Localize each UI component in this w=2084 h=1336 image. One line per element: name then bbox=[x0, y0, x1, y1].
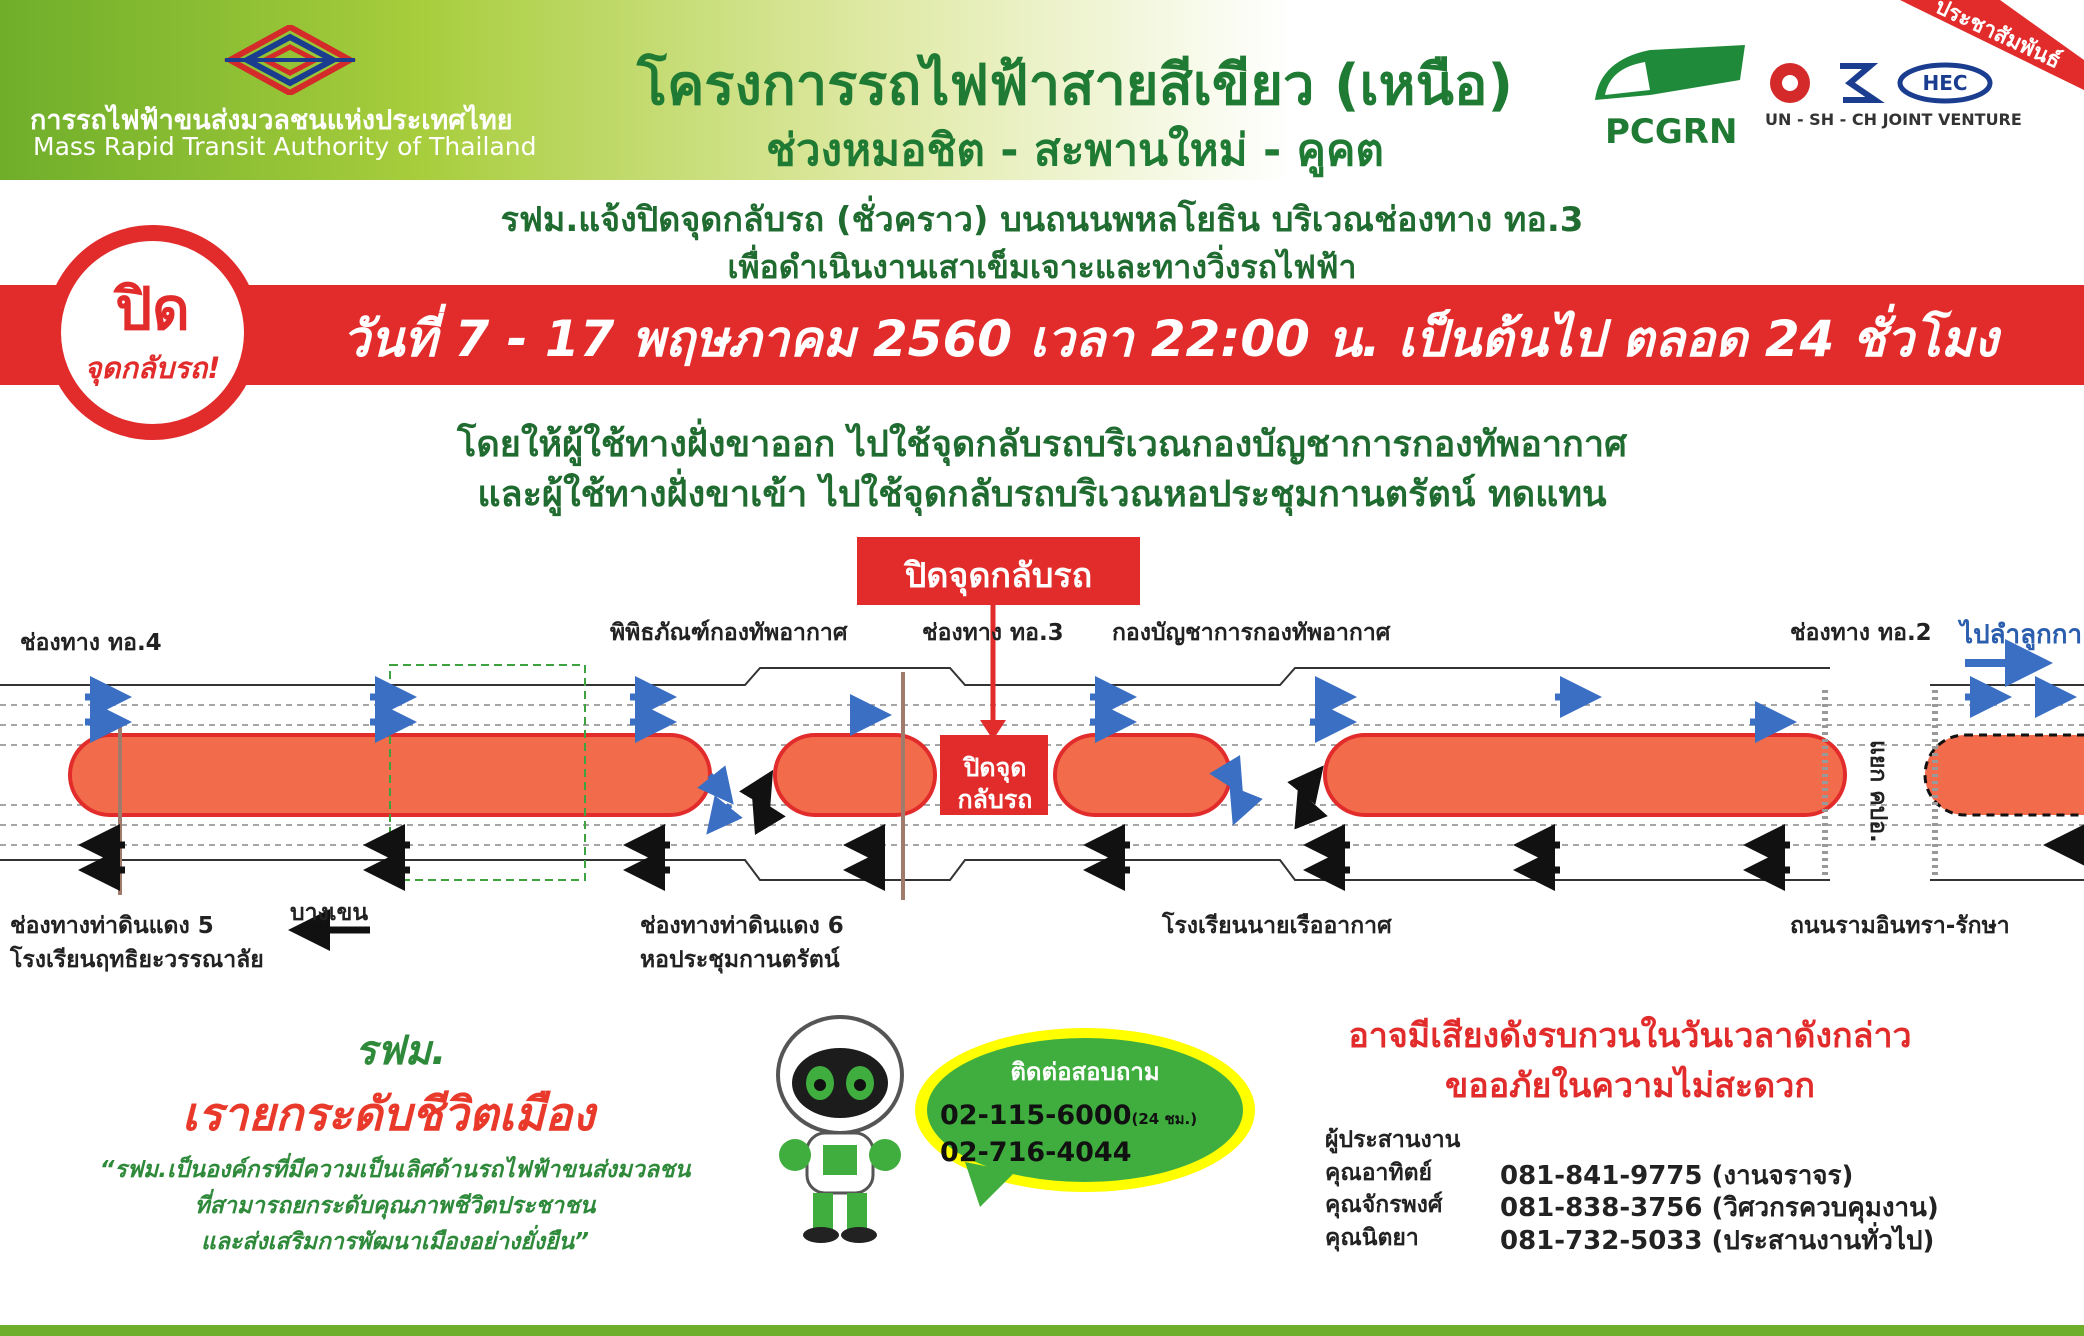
junction-crossing bbox=[1822, 690, 1938, 875]
detour-line-1: โดยให้ผู้ใช้ทางฝั่งขาออก ไปใช้จุดกลับรถบ… bbox=[457, 424, 1627, 465]
notice-line-1: รฟม.แจ้งปิดจุดกลับรถ (ชั่วคราว) บนถนนพหล… bbox=[500, 200, 1584, 240]
close-badge-title: ปิด bbox=[115, 275, 190, 343]
pcgrn-train-logo-icon bbox=[1595, 45, 1745, 100]
date-banner bbox=[0, 285, 2084, 385]
detour-line-2: และผู้ใช้ทางฝั่งขาเข้า ไปใช้จุดกลับรถบริ… bbox=[477, 474, 1607, 515]
label-museum: พิพิธภัณฑ์กองทัพอากาศ bbox=[610, 620, 848, 646]
coordinator-phone: 081-838-3756 (วิศวกรควบคุมงาน) bbox=[1500, 1193, 1939, 1223]
label-school2: โรงเรียนนายเรืออากาศ bbox=[1162, 913, 1392, 939]
road-map bbox=[0, 605, 2084, 951]
slogan-main: เรายกระดับชีวิตเมือง bbox=[182, 1087, 595, 1141]
uturn-arrows bbox=[697, 755, 1328, 835]
contact-bubble bbox=[915, 1028, 1255, 1207]
slogan-mrta: รฟม. bbox=[355, 1028, 447, 1074]
coordinator-phone: 081-841-9775 (งานจราจร) bbox=[1500, 1161, 1854, 1191]
label-road-ram: ถนนรามอินทรา-รักษา bbox=[1790, 913, 2010, 939]
inbound-arrows bbox=[78, 824, 2084, 951]
joint-venture-logos-icon: HEC bbox=[1770, 62, 1993, 104]
coordinator-name: คุณอาทิตย์ bbox=[1325, 1160, 1433, 1186]
road-edges bbox=[0, 667, 2084, 881]
contact-phone-2: 02-716-4044 bbox=[940, 1137, 1132, 1168]
project-title: โครงการรถไฟฟ้าสายสีเขียว (เหนือ) bbox=[636, 53, 1514, 118]
svg-text:HEC: HEC bbox=[1922, 71, 1967, 95]
label-bangkhen: บางเขน bbox=[290, 900, 369, 926]
apology-line-2: ขออภัยในความไม่สะดวก bbox=[1445, 1066, 1815, 1106]
notice-line-2: เพื่อดำเนินงานเสาเข็มเจาะและทางวิ่งรถไฟฟ… bbox=[727, 248, 1357, 286]
pr-ribbon: ประชาสัมพันธ์ bbox=[1900, 0, 2084, 90]
coordinator-name: คุณจักรพงศ์ bbox=[1325, 1192, 1443, 1218]
label-lane-thadindaeng6: ช่องทางท่าดินแดง 6 bbox=[640, 913, 844, 939]
coordinators-heading: ผู้ประสานงาน bbox=[1325, 1127, 1461, 1153]
work-area-box bbox=[389, 664, 586, 881]
org-name-english: Mass Rapid Transit Authority of Thailand bbox=[33, 132, 537, 161]
header-band bbox=[0, 0, 2084, 180]
label-school1: โรงเรียนฤทธิยะวรรณาลัย bbox=[10, 947, 264, 973]
close-uturn-label: ปิดจุดกลับรถ bbox=[904, 556, 1093, 596]
date-banner-text: วันที่ 7 - 17 พฤษภาคม 2560 เวลา 22:00 น.… bbox=[341, 310, 1999, 368]
joint-venture-label: UN - SH - CH JOINT VENTURE bbox=[1765, 110, 2022, 129]
contact-title: ติดต่อสอบถาม bbox=[1010, 1058, 1160, 1086]
coordinator-name: คุณนิตยา bbox=[1325, 1225, 1419, 1251]
close-uturn-label-box bbox=[857, 537, 1140, 605]
label-lane-to3: ช่องทาง ทอ.3 bbox=[922, 620, 1064, 646]
construction-zones bbox=[68, 733, 2084, 817]
contact-phone-1: 02-115-6000(24 ชม.) bbox=[940, 1100, 1197, 1131]
contact-phone-1-note: (24 ชม.) bbox=[1131, 1110, 1198, 1128]
contact-phone-1-number: 02-115-6000 bbox=[940, 1100, 1132, 1131]
apology-line-1: อาจมีเสียงดังรบกวนในวันเวลาดังกล่าว bbox=[1348, 1016, 1912, 1056]
label-hq: กองบัญชาการกองทัพอากาศ bbox=[1112, 620, 1391, 646]
project-subtitle: ช่วงหมอชิต - สะพานใหม่ - คูคต bbox=[766, 125, 1384, 176]
coordinator-row: คุณนิตยา 081-732-5033 (ประสานงานทั่วไป) bbox=[1325, 1220, 1934, 1256]
coordinator-row: คุณจักรพงศ์ 081-838-3756 (วิศวกรควบคุมงาน… bbox=[1325, 1187, 1939, 1223]
outbound-arrows bbox=[85, 676, 2077, 743]
label-hall: หอประชุมกานตรัตน์ bbox=[640, 947, 840, 973]
closed-point-label: ปิดจุด กลับรถ bbox=[957, 753, 1033, 814]
close-badge-subtitle: จุดกลับรถ! bbox=[84, 351, 221, 385]
pcgrn-label: PCGRN bbox=[1605, 112, 1738, 152]
footer-bar bbox=[0, 1325, 2084, 1336]
close-pointer-head bbox=[980, 720, 1006, 740]
quote-line-1: “รฟม.เป็นองค์กรที่มีความเป็นเลิศด้านรถไฟ… bbox=[99, 1157, 691, 1183]
label-lane-to2: ช่องทาง ทอ.2 bbox=[1790, 620, 1932, 646]
label-junction: แยก คปอ. bbox=[1865, 740, 1891, 843]
quote-line-2: ที่สามารถยกระดับคุณภาพชีวิตประชาชน bbox=[194, 1193, 596, 1219]
coordinator-row: คุณอาทิตย์ 081-841-9775 (งานจราจร) bbox=[1325, 1155, 1853, 1191]
label-to-lamlukka: ไปลำลูกกา bbox=[1960, 620, 2083, 650]
quote-line-3: และส่งเสริมการพัฒนาเมืองอย่างยั่งยืน” bbox=[201, 1229, 589, 1255]
mascot-icon bbox=[776, 1015, 904, 1243]
mrta-logo-icon bbox=[223, 25, 357, 95]
label-lane-thadindaeng5: ช่องทางท่าดินแดง 5 bbox=[10, 913, 214, 939]
closed-uturn-block bbox=[940, 735, 1048, 815]
coordinator-phone: 081-732-5033 (ประสานงานทั่วไป) bbox=[1500, 1226, 1935, 1256]
org-name-thai: การรถไฟฟ้าขนส่งมวลชนแห่งประเทศไทย bbox=[30, 105, 513, 136]
label-lane-to4: ช่องทาง ทอ.4 bbox=[20, 630, 162, 656]
